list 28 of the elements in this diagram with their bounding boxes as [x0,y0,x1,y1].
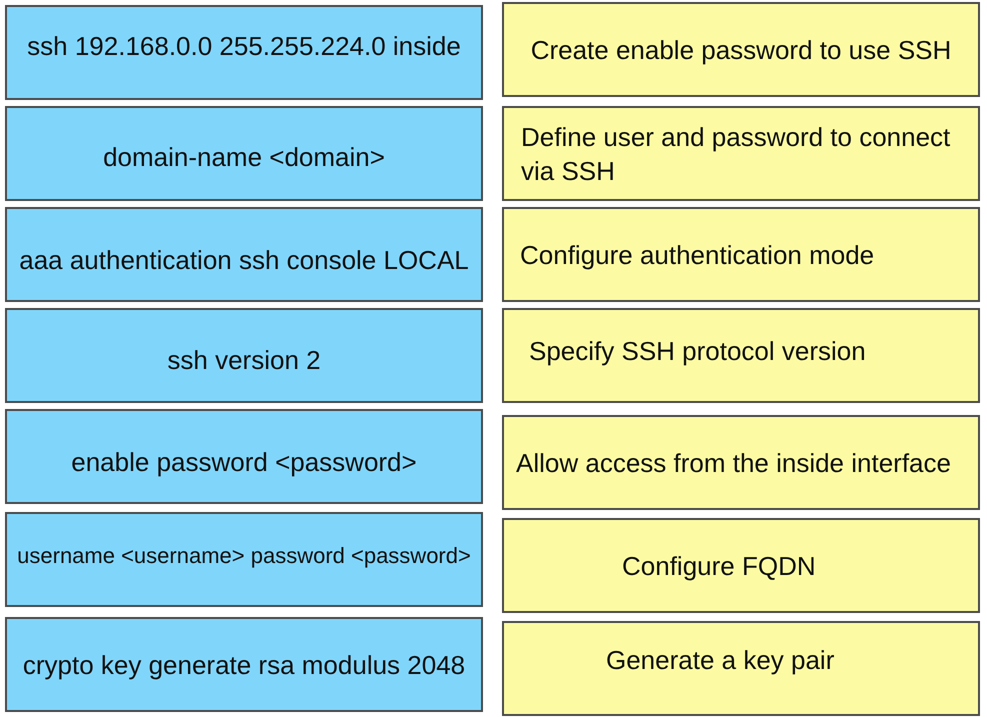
command-text: username <username> password <password> [17,542,471,570]
command-text: ssh 192.168.0.0 255.255.224.0 inside [27,30,461,60]
description-text: Create enable password to use SSH [530,34,952,64]
description-box [502,207,980,302]
description-text: Allow access from the inside interface [516,448,951,478]
description-text: Generate a key pair [606,644,834,674]
description-text: Specify SSH protocol version [529,336,866,366]
command-text: enable password <password> [71,446,417,476]
command-box [5,207,483,302]
command-box [5,409,483,504]
description-box [502,518,980,613]
command-text: crypto key generate rsa modulus 2048 [22,650,466,680]
command-box [5,5,483,100]
command-box [5,512,483,607]
description-box [502,621,980,716]
description-text: Configure FQDN [622,550,816,580]
description-box [502,415,980,510]
description-box [502,106,980,201]
description-text: Define user and password to connect via SSH [521,120,952,188]
command-box [5,308,483,403]
command-text: domain-name <domain> [103,142,385,172]
command-text: aaa authentication ssh console LOCAL [19,244,469,274]
command-box [5,106,483,201]
command-text: ssh version 2 [167,344,321,374]
description-text: Configure authentication mode [520,240,874,270]
description-box [502,308,980,403]
command-box [5,617,483,712]
description-box [502,2,980,97]
